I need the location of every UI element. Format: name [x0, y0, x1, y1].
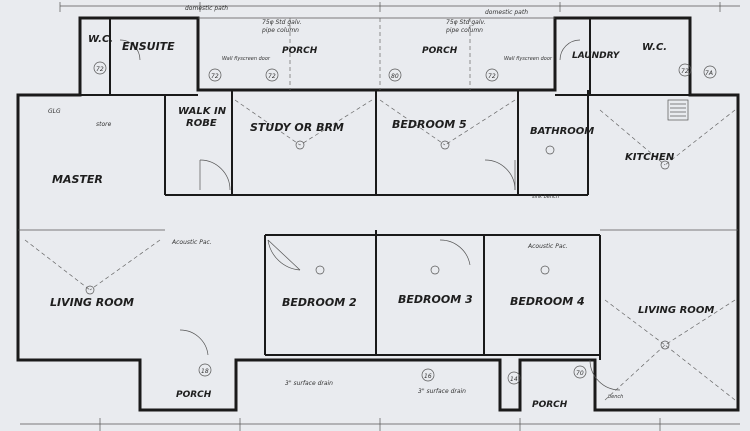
svg-text:16: 16: [424, 373, 432, 380]
top-dimension-line: [59, 2, 740, 12]
marker-11: 70: [573, 365, 587, 379]
label-bedroom2: BEDROOM 2: [282, 296, 357, 309]
label-porch-bottom-right: PORCH: [532, 400, 568, 410]
svg-text:70: 70: [576, 370, 584, 377]
label-ensuite: ENSUITE: [122, 40, 175, 53]
label-porch-top-right: PORCH: [422, 46, 458, 56]
note-pipe-left-2: pipe column: [261, 27, 299, 34]
top-wing-walls: [80, 17, 690, 96]
light-fittings: [85, 140, 670, 350]
marker-6: 7A: [703, 65, 717, 79]
marker-2: 72: [265, 68, 279, 82]
outer-walls: [16, 16, 740, 412]
label-wc-right: W.C.: [642, 42, 667, 53]
marker-4: 72: [485, 68, 499, 82]
svg-text:7A: 7A: [705, 70, 713, 77]
marker-9: 16: [421, 368, 435, 382]
marker-7: 72: [93, 61, 107, 75]
note-bench: bench: [608, 394, 623, 400]
svg-text:72: 72: [681, 68, 689, 75]
bottom-dimension-line: [20, 418, 740, 431]
room-labels: W.C. ENSUITE PORCH PORCH LAUNDRY W.C. WA…: [50, 34, 714, 410]
circled-markers: 72 72 80 72 72 7A 72 18: [93, 61, 717, 385]
note-store: store: [96, 121, 112, 128]
marker-3: 80: [388, 68, 402, 82]
label-wc-left: W.C.: [88, 34, 113, 45]
note-wall-flyscreen-right: Wall flyscreen door: [504, 56, 553, 62]
svg-text:72: 72: [211, 73, 219, 80]
note-surface-drain-left: 3" surface drain: [285, 380, 333, 387]
label-bathroom: BATHROOM: [530, 126, 594, 137]
svg-text:72: 72: [488, 73, 496, 80]
label-laundry: LAUNDRY: [572, 51, 621, 61]
note-pipe-right-2: pipe column: [445, 27, 483, 34]
note-acoustic-left: Acoustic Pac.: [171, 239, 212, 246]
note-surface-drain-right: 3" surface drain: [418, 388, 466, 395]
label-robe: ROBE: [186, 118, 217, 129]
note-sink-bench: sink bench: [532, 194, 559, 200]
label-study: STUDY OR BRM: [250, 121, 344, 134]
label-master: MASTER: [52, 173, 103, 186]
svg-text:80: 80: [391, 73, 399, 80]
note-glg: GLG: [48, 108, 61, 115]
note-pipe-right-1: 75φ Std galv.: [446, 19, 486, 26]
note-acoustic-right: Acoustic Pac.: [527, 243, 568, 250]
ceiling-lines: [24, 99, 736, 401]
note-domestic-right: domestic path: [485, 9, 528, 16]
laundry-bench-hatch: [667, 99, 689, 121]
annotation-notes: domestic path domestic path 75φ Std galv…: [48, 5, 623, 400]
marker-1: 72: [208, 68, 222, 82]
label-porch-bottom-left: PORCH: [176, 390, 212, 400]
note-domestic-left: domestic path: [185, 5, 228, 12]
middle-row-walls: [18, 90, 738, 231]
door-swings: [119, 39, 621, 391]
svg-text:72: 72: [96, 66, 104, 73]
marker-8: 18: [198, 363, 212, 377]
label-living-right: LIVING ROOM: [638, 305, 714, 316]
label-porch-top-left: PORCH: [282, 46, 318, 56]
svg-text:18: 18: [201, 368, 209, 375]
label-walk-in: WALK IN: [178, 106, 227, 117]
svg-text:72: 72: [268, 73, 276, 80]
bottom-row-walls: [264, 230, 601, 360]
note-wall-flyscreen-left: Wall flyscreen door: [222, 56, 271, 62]
label-bedroom5: BEDROOM 5: [392, 118, 467, 131]
label-living-left: LIVING ROOM: [50, 296, 134, 309]
label-kitchen: KITCHEN: [625, 152, 675, 163]
label-bedroom4: BEDROOM 4: [510, 295, 585, 308]
marker-10: 14: [507, 371, 521, 385]
marker-5: 72: [678, 63, 692, 77]
svg-text:14: 14: [510, 376, 518, 383]
label-bedroom3: BEDROOM 3: [398, 293, 473, 306]
note-pipe-left-1: 75φ Std galv.: [262, 19, 302, 26]
